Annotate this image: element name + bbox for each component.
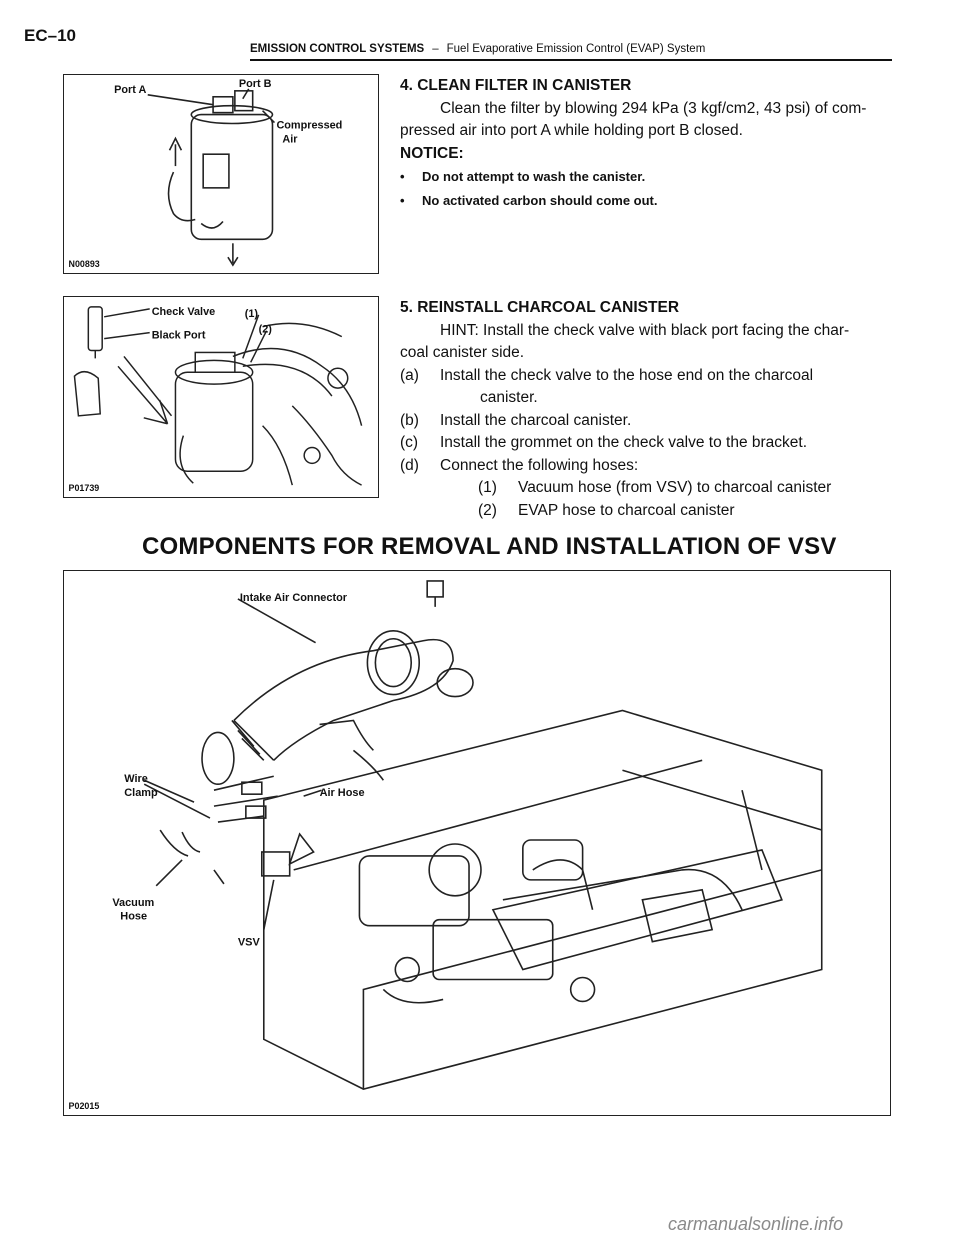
step-5-d-2: (2) EVAP hose to charcoal canister (400, 500, 910, 523)
bullet-text: No activated carbon should come out. (422, 193, 658, 208)
figure-code-p01739: P01739 (69, 483, 100, 493)
bullet-text: Do not attempt to wash the canister. (422, 169, 646, 184)
step-5: 5. REINSTALL CHARCOAL CANISTER HINT: Ins… (400, 297, 910, 522)
substep-text: Install the grommet on the check valve t… (440, 434, 808, 451)
substep-label: (c) (400, 434, 419, 451)
step-4: 4. CLEAN FILTER IN CANISTER Clean the fi… (400, 75, 900, 213)
vsv-components-illustration: Intake Air Connector Wire Clamp Air Hose… (69, 580, 823, 1111)
bullet-symbol: • (400, 193, 405, 208)
step-4-line-1: Clean the filter by blowing 294 kPa (3 k… (440, 99, 867, 117)
substep-label: (b) (400, 411, 419, 429)
substep-text: Install the check valve to the hose end … (440, 366, 814, 384)
running-head-section: EMISSION CONTROL SYSTEMS (250, 43, 425, 55)
step-4-bullet-1: • Do not attempt to wash the canister. (400, 165, 900, 189)
figure-check-valve: Check Valve Black Port (1) (2) P01739 (63, 296, 379, 498)
step-5-b: (b) Install the charcoal canister. (400, 410, 910, 433)
step-5-hint-1: HINT: Install the check valve with black… (440, 321, 850, 339)
label-port-b: Port B (239, 78, 272, 90)
section-title: COMPONENTS FOR REMOVAL AND INSTALLATION … (142, 533, 837, 560)
substep-label: (2) (478, 501, 497, 519)
label-hose-1: (1) (245, 308, 259, 320)
label-port-a: Port A (114, 84, 146, 96)
label-vacuum-hose-1: Vacuum (112, 897, 154, 909)
label-black-port: Black Port (152, 330, 206, 342)
step-5-c: (c) Install the grommet on the check valv… (400, 432, 910, 455)
label-compressed-air-2: Air (282, 133, 298, 145)
figure-code-p02015: P02015 (69, 1101, 100, 1111)
running-head-subsection: Fuel Evaporative Emission Control (EVAP)… (446, 43, 706, 55)
substep-text: Connect the following hoses: (440, 456, 639, 474)
canister-filter-illustration: Port A Port B Compressed Air N00893 (69, 78, 343, 269)
step-5-d-1: (1) Vacuum hose (from VSV) to charcoal ca… (400, 477, 910, 500)
substep-text: Vacuum hose (from VSV) to charcoal canis… (518, 479, 832, 496)
label-vacuum-hose-2: Hose (120, 911, 147, 923)
header-rule (250, 59, 892, 61)
figure-vsv-components: Intake Air Connector Wire Clamp Air Hose… (63, 570, 891, 1116)
figure-code-n00893: N00893 (69, 259, 100, 269)
substep-text: Install the charcoal canister. (440, 411, 632, 429)
label-vsv: VSV (238, 937, 261, 949)
step-5-hint-2: coal canister side. (400, 344, 525, 361)
label-hose-2: (2) (259, 324, 273, 336)
step-5-a-cont: canister. (480, 389, 538, 406)
running-head-separator: – (432, 43, 439, 55)
running-head: EMISSION CONTROL SYSTEMS–Fuel Evaporativ… (250, 43, 705, 55)
substep-label: (a) (400, 366, 419, 384)
label-check-valve: Check Valve (152, 306, 215, 318)
step-5-heading: 5. REINSTALL CHARCOAL CANISTER (400, 299, 680, 316)
step-4-bullet-2: • No activated carbon should come out. (400, 189, 900, 213)
step-4-notice: NOTICE: (400, 144, 464, 162)
bullet-symbol: • (400, 169, 405, 184)
substep-label: (d) (400, 456, 419, 474)
label-intake-air-connector: Intake Air Connector (240, 592, 348, 604)
step-5-a: (a) Install the check valve to the hose e… (400, 365, 910, 388)
label-compressed-air-1: Compressed (276, 119, 342, 131)
watermark: carmanualsonline.info (668, 1214, 844, 1234)
step-5-d: (d) Connect the following hoses: (400, 455, 910, 478)
substep-label: (1) (478, 479, 497, 496)
substep-text: EVAP hose to charcoal canister (518, 501, 735, 519)
step-4-heading: 4. CLEAN FILTER IN CANISTER (400, 77, 632, 94)
page-id: EC–10 (24, 26, 76, 45)
label-wire-clamp-1: Wire (124, 773, 148, 785)
figure-canister-filter: Port A Port B Compressed Air N00893 (63, 74, 379, 274)
check-valve-illustration: Check Valve Black Port (1) (2) P01739 (69, 306, 363, 493)
step-4-line-2: pressed air into port A while holding po… (400, 122, 743, 139)
label-air-hose: Air Hose (320, 787, 365, 799)
label-wire-clamp-2: Clamp (124, 787, 158, 799)
